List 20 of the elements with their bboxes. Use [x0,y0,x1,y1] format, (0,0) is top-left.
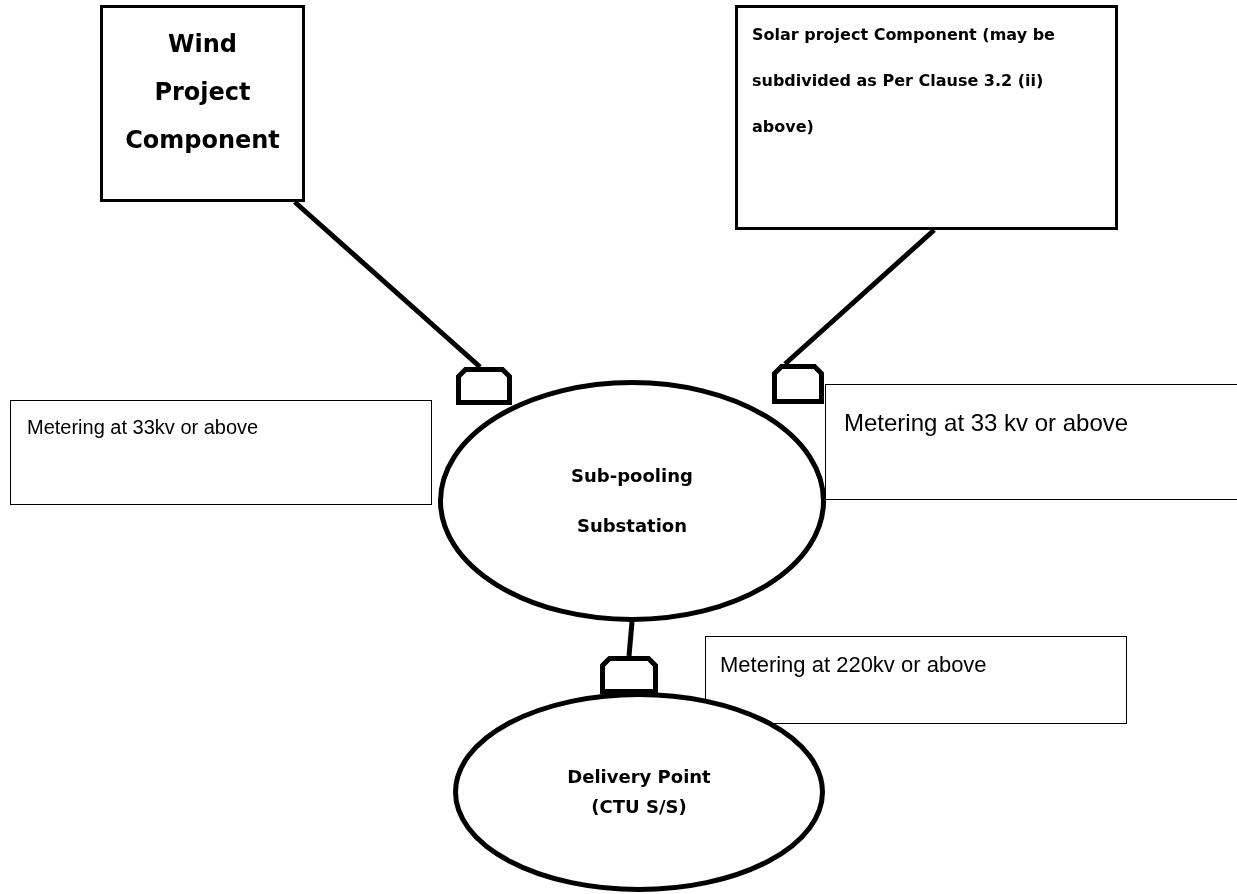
meter-symbol [600,656,658,694]
component-label: Wind Project Component [124,29,281,156]
metering-label: Metering at 33 kv or above [844,409,1129,437]
metering-note-box [825,384,1237,500]
node-label: Sub-pooling Substation [570,464,694,538]
meter-symbol [456,367,512,405]
metering-note-box [705,636,1127,724]
node-label: Delivery Point (CTU S/S) [566,765,712,819]
substation-ellipse [453,692,825,892]
metering-label: Metering at 33kv or above [27,415,259,439]
metering-label: Metering at 220kv or above [720,651,987,679]
metering-note-box [10,400,432,505]
connector-line [293,200,482,369]
connector-line [783,228,936,366]
component-box [735,5,1118,230]
connector-line [626,621,635,657]
component-label: Solar project Component (may be subdivided as Per Clause 3.2 (ii) above) [752,24,1056,138]
component-box [100,5,305,202]
meter-symbol [772,364,824,404]
substation-ellipse [438,380,826,622]
